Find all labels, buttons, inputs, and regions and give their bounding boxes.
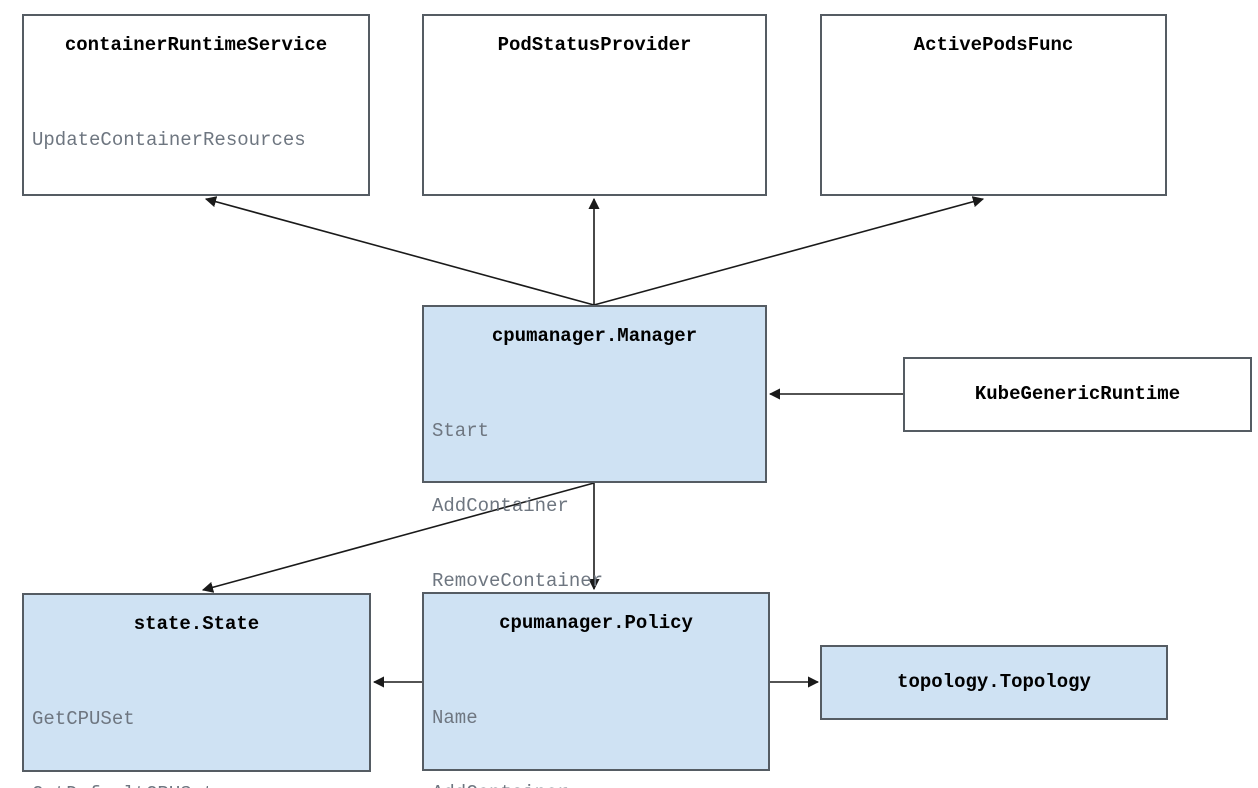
node-title: state.State [133, 613, 260, 635]
node-cpumanager-manager[interactable]: cpumanager.Manager Start AddContainer Re… [422, 305, 767, 667]
node-method: GetCPUSet [32, 708, 135, 730]
node-container-runtime-service[interactable]: containerRuntimeService UpdateContainerR… [22, 14, 370, 196]
edge-manager-to-container-runtime-service [204, 196, 595, 306]
node-kube-generic-runtime[interactable]: KubeGenericRuntime [903, 357, 1252, 432]
node-method-list: UpdateContainerResources [32, 78, 368, 203]
node-title: cpumanager.Manager [491, 325, 698, 347]
node-method: AddContainer [432, 495, 569, 517]
node-method: AddContainer [432, 781, 768, 788]
node-method: Start [432, 420, 490, 442]
node-title: ActivePodsFunc [913, 34, 1074, 56]
edge-manager-to-active-pods-func [593, 196, 985, 306]
node-title: topology.Topology [897, 671, 1091, 693]
node-method: GetDefaultCPUSet [32, 782, 369, 788]
node-title: PodStatusProvider [497, 34, 692, 56]
node-cpumanager-policy[interactable]: cpumanager.Policy Name AddContainer Remo… [422, 592, 770, 788]
node-pod-status-provider[interactable]: PodStatusProvider [422, 14, 767, 196]
node-state-state[interactable]: state.State GetCPUSet GetDefaultCPUSet S… [22, 593, 371, 788]
node-method: Name [432, 707, 478, 729]
node-topology-topology[interactable]: topology.Topology [820, 645, 1168, 720]
node-method-list: Name AddContainer RemoveContainer [432, 656, 768, 788]
node-title: KubeGenericRuntime [974, 383, 1181, 405]
node-method: RemoveContainer [432, 570, 604, 592]
node-active-pods-func[interactable]: ActivePodsFunc [820, 14, 1167, 196]
node-title: containerRuntimeService [64, 34, 328, 56]
node-method: UpdateContainerResources [32, 129, 306, 151]
node-title: cpumanager.Policy [499, 612, 693, 634]
node-method-list: GetCPUSet GetDefaultCPUSet SetCPUSet Set… [32, 657, 369, 788]
